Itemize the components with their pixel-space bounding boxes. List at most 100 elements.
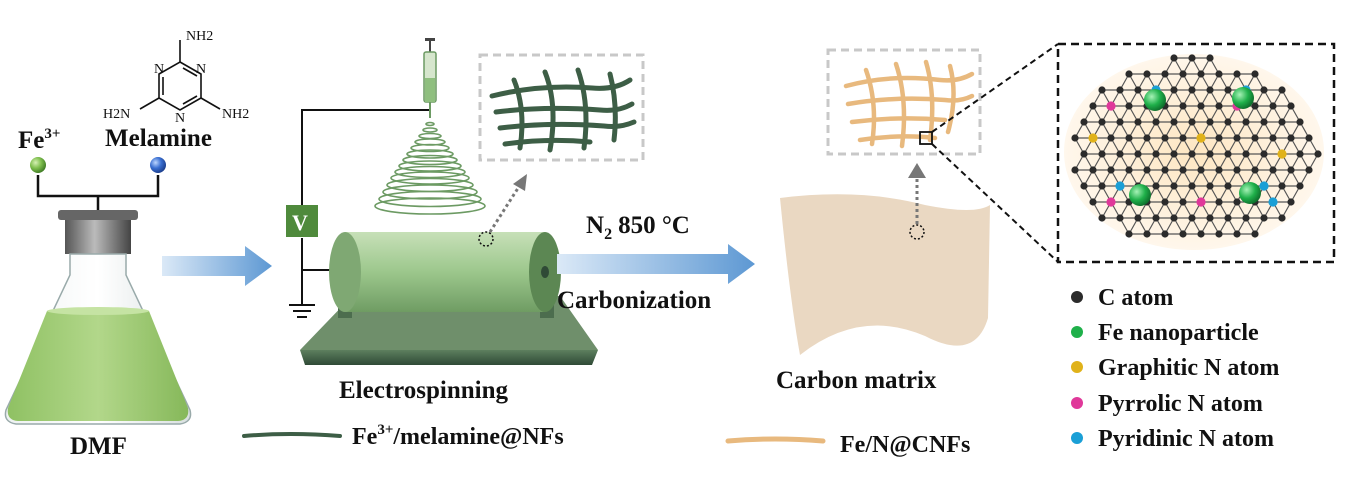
- lattice-c-atom-dot-icon: [1305, 166, 1313, 174]
- zoom-line-bottom: [931, 143, 1059, 263]
- lattice-c-atom-dot-icon: [1224, 182, 1232, 190]
- dmf-flask-icon: [4, 210, 192, 425]
- lattice-pyridinic-n-dot-icon: [1115, 181, 1125, 191]
- lattice-c-atom-dot-icon: [1215, 198, 1223, 206]
- legend-item-fe: Fe nanoparticle: [1071, 320, 1259, 346]
- lattice-pyrrolic-n-dot-icon: [1106, 197, 1116, 207]
- lattice-c-atom-dot-icon: [1215, 230, 1223, 238]
- lattice-fe-nanoparticle-icon: [1144, 89, 1166, 111]
- lattice-c-atom-dot-icon: [1287, 198, 1295, 206]
- lattice-fe-nanoparticle-icon: [1129, 184, 1151, 206]
- lattice-c-atom-dot-icon: [1098, 150, 1106, 158]
- lattice-c-atom-dot-icon: [1098, 118, 1106, 126]
- lattice-fe-nanoparticle-icon: [1239, 182, 1261, 204]
- legend-swatch-nf: [242, 432, 342, 438]
- lattice-fe-nanoparticle-icon: [1232, 87, 1254, 109]
- ring-n-2: N: [154, 62, 164, 77]
- lattice-c-atom-dot-icon: [1152, 118, 1160, 126]
- legend-label-cnf: Fe/N@CNFs: [840, 432, 970, 458]
- legend-label-pyrrolic-n: Pyrrolic N atom: [1098, 391, 1263, 417]
- lattice-graphitic-n-dot-icon: [1088, 133, 1098, 143]
- lattice-c-atom-dot-icon: [1287, 166, 1295, 174]
- lattice-c-atom-dot-icon: [1305, 134, 1313, 142]
- reagent-connector: [36, 175, 160, 214]
- lattice-c-atom-dot-icon: [1296, 182, 1304, 190]
- lattice-c-atom-dot-icon: [1242, 150, 1250, 158]
- carbon-matrix-label: Carbon matrix: [776, 367, 937, 394]
- lattice-c-atom-dot-icon: [1116, 86, 1124, 94]
- lattice-c-atom-dot-icon: [1296, 118, 1304, 126]
- carbon-nanofiber-inset: [826, 48, 982, 156]
- lattice-c-atom-dot-icon: [1143, 230, 1151, 238]
- lattice-c-atom-dot-icon: [1260, 86, 1268, 94]
- lattice-c-atom-dot-icon: [1233, 166, 1241, 174]
- lattice-c-atom-dot-icon: [1197, 166, 1205, 174]
- arrow-to-electrospinning: [162, 246, 272, 286]
- zoom-arrowhead-cnf: [908, 163, 926, 178]
- carbonization-arrow: [557, 244, 755, 284]
- lattice-c-atom-dot-icon: [1215, 166, 1223, 174]
- melamine-structure-icon: [139, 40, 221, 111]
- lattice-c-atom-dot-icon: [1098, 214, 1106, 222]
- lattice-c-atom-dot-icon: [1161, 198, 1169, 206]
- lattice-c-atom-dot-icon: [1215, 102, 1223, 110]
- lattice-c-atom-dot-icon: [1215, 134, 1223, 142]
- legend-label-pyridinic-n: Pyridinic N atom: [1098, 426, 1274, 452]
- lattice-c-atom-dot-icon: [1251, 134, 1259, 142]
- lattice-c-atom-dot-icon: [1125, 230, 1133, 238]
- lattice-c-atom-dot-icon: [1080, 182, 1088, 190]
- lattice-c-atom-dot-icon: [1197, 102, 1205, 110]
- legend-label-c-atom: C atom: [1098, 285, 1173, 311]
- lattice-c-atom-dot-icon: [1278, 118, 1286, 126]
- lattice-c-atom-dot-icon: [1134, 214, 1142, 222]
- lattice-c-atom-dot-icon: [1233, 230, 1241, 238]
- lattice-c-atom-dot-icon: [1170, 214, 1178, 222]
- graphitic-n-dot-icon: [1071, 361, 1083, 373]
- lattice-c-atom-dot-icon: [1287, 134, 1295, 142]
- lattice-c-atom-dot-icon: [1143, 166, 1151, 174]
- lattice-c-atom-dot-icon: [1161, 166, 1169, 174]
- lattice-c-atom-dot-icon: [1206, 150, 1214, 158]
- lattice-c-atom-dot-icon: [1197, 70, 1205, 78]
- lattice-c-atom-dot-icon: [1125, 166, 1133, 174]
- lattice-c-atom-dot-icon: [1278, 182, 1286, 190]
- lattice-c-atom-dot-icon: [1071, 166, 1079, 174]
- graphene-lattice: [1071, 54, 1322, 238]
- lattice-c-atom-dot-icon: [1179, 102, 1187, 110]
- lattice-c-atom-dot-icon: [1269, 102, 1277, 110]
- melamine-label: Melamine: [105, 125, 212, 152]
- fe-ion-label: Fe3+: [18, 126, 60, 154]
- lattice-c-atom-dot-icon: [1260, 150, 1268, 158]
- lattice-c-atom-dot-icon: [1215, 70, 1223, 78]
- lattice-c-atom-dot-icon: [1170, 54, 1178, 62]
- lattice-c-atom-dot-icon: [1278, 214, 1286, 222]
- lattice-c-atom-dot-icon: [1260, 214, 1268, 222]
- lattice-c-atom-dot-icon: [1089, 102, 1097, 110]
- lattice-c-atom-dot-icon: [1260, 118, 1268, 126]
- electrospinning-label: Electrospinning: [339, 377, 509, 404]
- lattice-c-atom-dot-icon: [1179, 134, 1187, 142]
- lattice-c-atom-dot-icon: [1161, 230, 1169, 238]
- lattice-inset: [1056, 42, 1336, 264]
- matrix-zoom-spot: [909, 224, 925, 240]
- lattice-c-atom-dot-icon: [1116, 214, 1124, 222]
- lattice-c-atom-dot-icon: [1251, 230, 1259, 238]
- lattice-c-atom-dot-icon: [1134, 86, 1142, 94]
- lattice-c-atom-dot-icon: [1089, 198, 1097, 206]
- lattice-c-atom-dot-icon: [1314, 150, 1322, 158]
- lattice-c-atom-dot-icon: [1269, 134, 1277, 142]
- lattice-c-atom-dot-icon: [1188, 150, 1196, 158]
- lattice-c-atom-dot-icon: [1134, 118, 1142, 126]
- voltage-source-icon: [286, 205, 318, 237]
- lattice-c-atom-dot-icon: [1296, 150, 1304, 158]
- lattice-c-atom-dot-icon: [1080, 118, 1088, 126]
- legend-label-fe: Fe nanoparticle: [1098, 320, 1259, 346]
- lattice-c-atom-dot-icon: [1098, 182, 1106, 190]
- lattice-c-atom-dot-icon: [1161, 70, 1169, 78]
- atom-legend: C atom Fe nanoparticle Graphitic N atom …: [1071, 285, 1279, 452]
- lattice-c-atom-dot-icon: [1287, 102, 1295, 110]
- lattice-pyridinic-n-dot-icon: [1268, 197, 1278, 207]
- lattice-c-atom-dot-icon: [1125, 70, 1133, 78]
- fiber-legend: Fe3+/melamine@NFs Fe/N@CNFs: [242, 422, 970, 458]
